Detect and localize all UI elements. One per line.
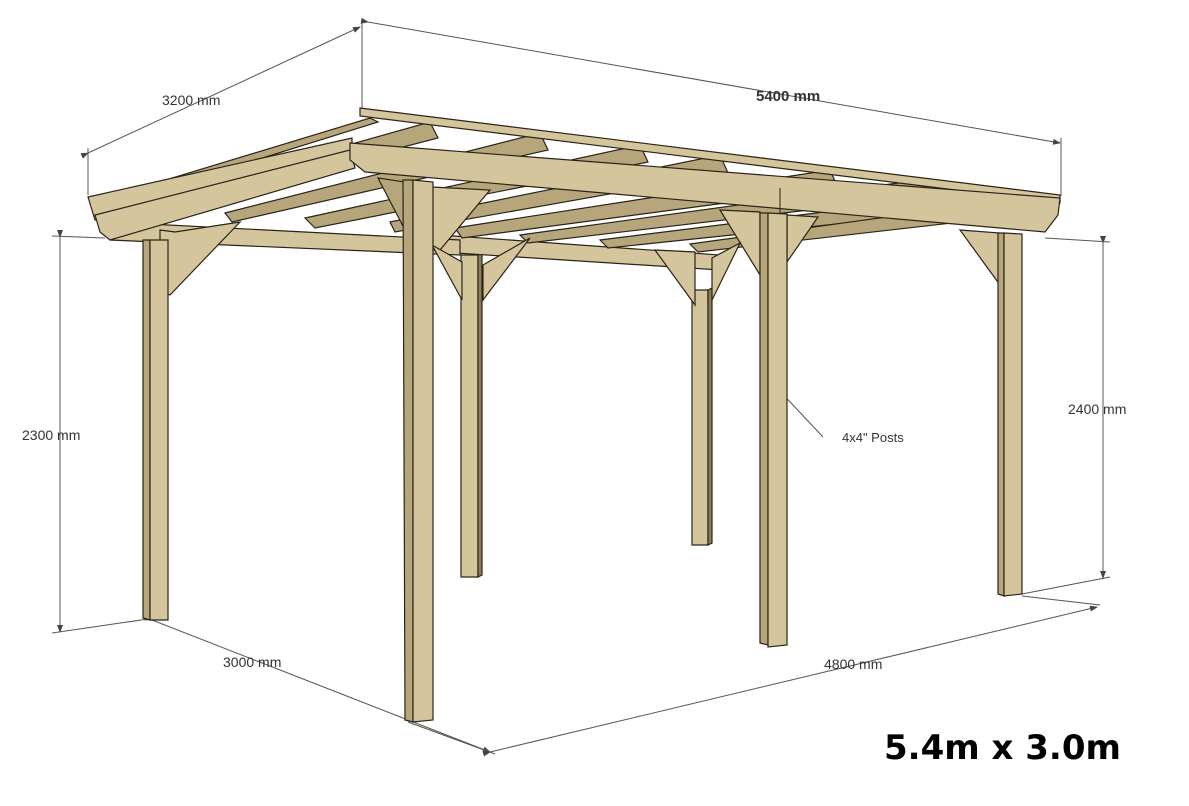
roof-length-label: 5400 mm — [756, 88, 821, 105]
braces — [159, 177, 1001, 307]
roof-depth-label: 3200 mm — [162, 92, 221, 108]
left-beam-front — [94, 149, 356, 241]
back-posts — [460, 252, 713, 578]
post-length-label: 4800 mm — [824, 656, 883, 672]
front-height-label: 2300 mm — [22, 427, 81, 443]
back-height-label: 2400 mm — [1068, 401, 1127, 417]
posts-annotation: 4x4" Posts — [842, 430, 904, 445]
front-posts — [142, 179, 1023, 723]
front-beam — [349, 142, 1061, 233]
dimension-lines — [51, 17, 1111, 757]
post-depth-label: 3000 mm — [223, 654, 282, 670]
size-title: 5.4m x 3.0m — [884, 728, 1121, 768]
